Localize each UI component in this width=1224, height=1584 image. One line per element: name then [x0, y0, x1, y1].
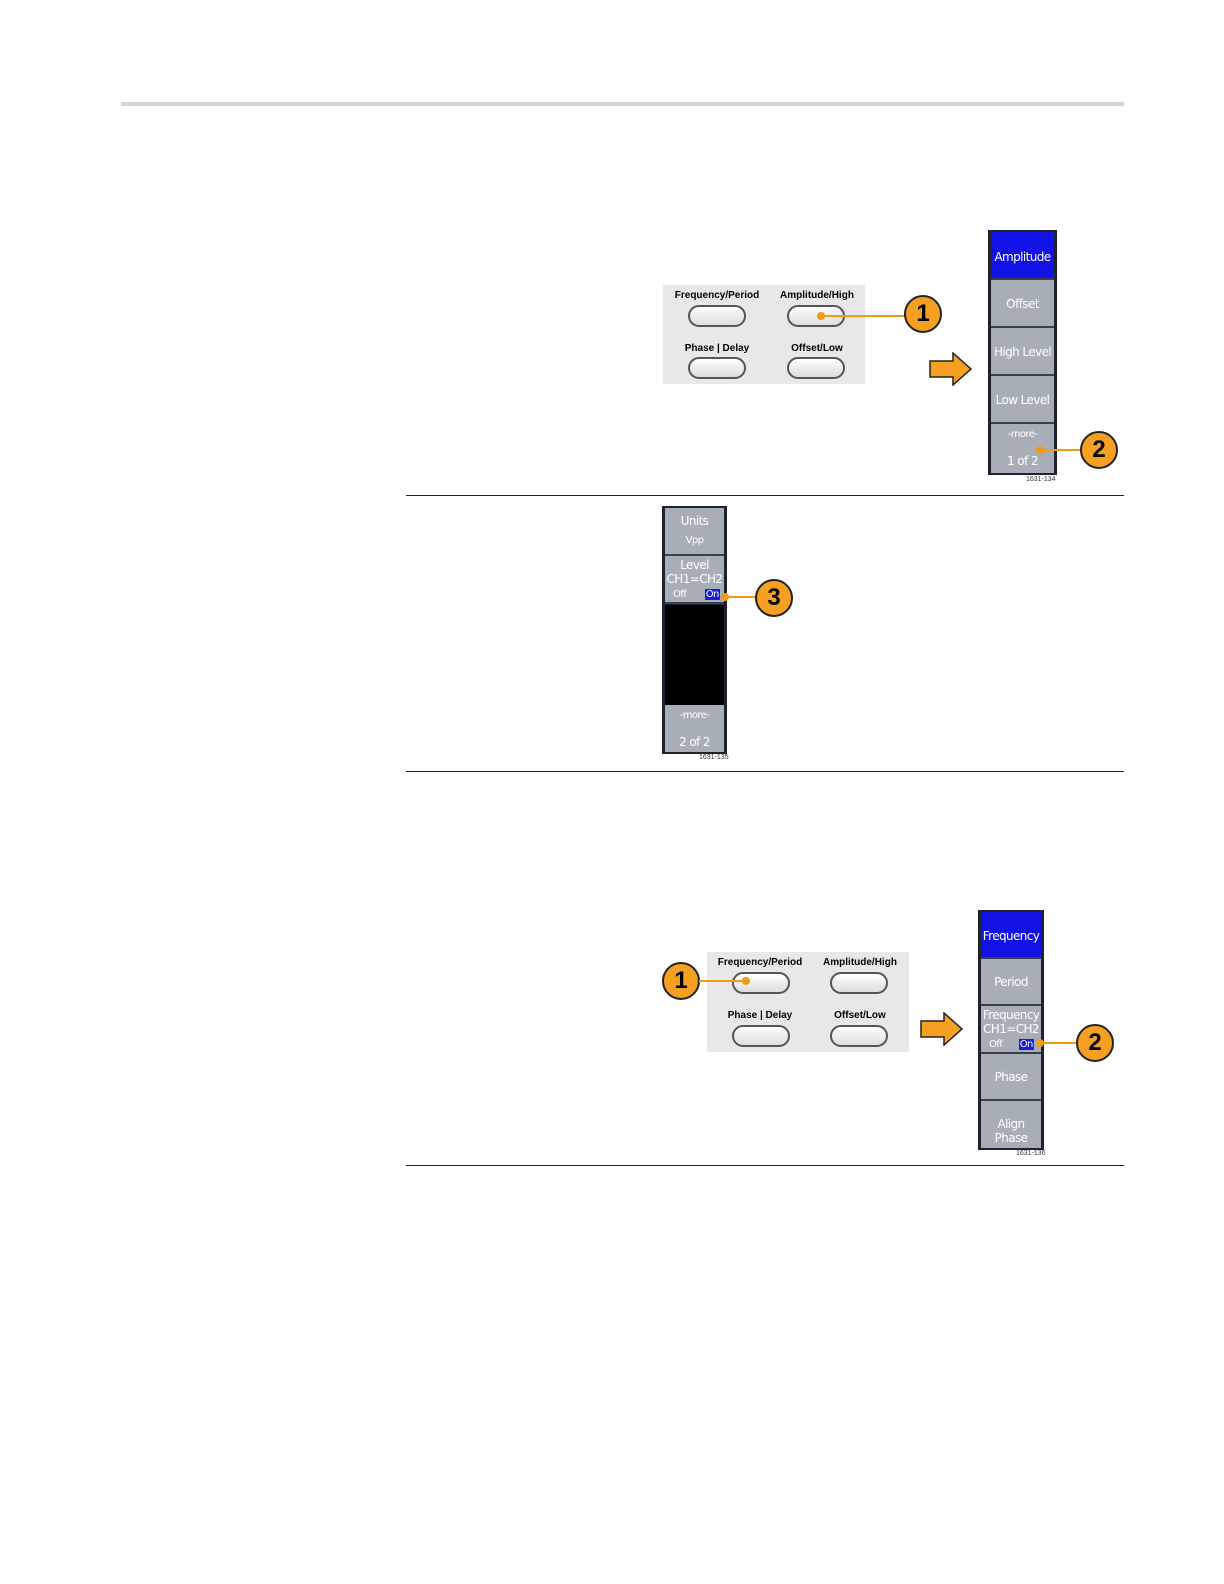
callout-2: 2 [1080, 431, 1118, 469]
phase-delay-button[interactable] [732, 1025, 790, 1047]
offset-low-label: Offset/Low [791, 343, 843, 354]
frequency-period-label: Frequency/Period [674, 290, 760, 301]
amplitude-high-label: Amplitude/High [823, 957, 897, 968]
figure-3: Frequency/Period Amplitude/High Phase | … [0, 880, 1224, 1170]
amplitude-high-label: Amplitude/High [780, 290, 854, 301]
callout-1-line [821, 315, 905, 317]
offset-low-button[interactable] [787, 357, 845, 379]
phase-delay-button[interactable] [688, 357, 746, 379]
menu-item-more-page-2[interactable]: -more- 2 of 2 [665, 705, 724, 752]
separator-3 [406, 1165, 1124, 1166]
offset-low-label: Offset/Low [834, 1010, 886, 1021]
offset-low-button[interactable] [830, 1025, 888, 1047]
menu-item-units[interactable]: Units Vpp [665, 508, 724, 556]
front-panel: Frequency/Period Amplitude/High Phase | … [707, 952, 909, 1052]
arrow-right-icon [920, 1012, 964, 1046]
side-menu: Frequency Period Frequency CH1=CH2 Off O… [978, 910, 1044, 1150]
menu-item-frequency[interactable]: Frequency [981, 912, 1041, 959]
menu-blank-area [665, 605, 724, 705]
menu-item-offset[interactable]: Offset [991, 280, 1054, 328]
callout-2: 2 [1076, 1024, 1114, 1062]
separator-1 [406, 495, 1124, 496]
callout-1-dot [742, 977, 750, 985]
off-option[interactable]: Off [989, 1039, 1003, 1050]
callout-1: 1 [904, 295, 942, 333]
frequency-period-button[interactable] [688, 305, 746, 327]
side-menu: Amplitude Offset High Level Low Level -m… [988, 230, 1057, 475]
callout-3: 3 [755, 579, 793, 617]
on-option[interactable]: On [704, 589, 720, 600]
callout-1: 1 [662, 962, 700, 1000]
figure-id: 1631-136 [1016, 1150, 1046, 1157]
menu-item-low-level[interactable]: Low Level [991, 376, 1054, 424]
figure-2: Units Vpp Level CH1=CH2 Off On -more- 2 … [0, 500, 1224, 770]
header-rule [121, 102, 1124, 106]
arrow-right-icon [929, 352, 973, 386]
menu-item-level-ch1-ch2[interactable]: Level CH1=CH2 Off On [665, 556, 724, 604]
frequency-period-button[interactable] [732, 972, 790, 994]
phase-delay-label: Phase | Delay [684, 343, 750, 354]
separator-2 [406, 771, 1124, 772]
menu-item-high-level[interactable]: High Level [991, 328, 1054, 376]
figure-1: Frequency/Period Amplitude/High Phase | … [0, 0, 1224, 500]
off-option[interactable]: Off [673, 589, 687, 600]
menu-item-phase[interactable]: Phase [981, 1054, 1041, 1101]
front-panel: Frequency/Period Amplitude/High Phase | … [663, 285, 865, 384]
menu-item-frequency-ch1-ch2[interactable]: Frequency CH1=CH2 Off On [981, 1006, 1041, 1054]
amplitude-high-button[interactable] [830, 972, 888, 994]
figure-id: 1631-135 [699, 754, 729, 761]
menu-item-amplitude[interactable]: Amplitude [991, 232, 1054, 280]
callout-2-line [1040, 449, 1082, 451]
menu-item-period[interactable]: Period [981, 959, 1041, 1006]
callout-3-line [725, 596, 757, 598]
callout-1-line [699, 980, 745, 982]
figure-id: 1631-134 [1026, 476, 1056, 483]
menu-item-align-phase[interactable]: Align Phase [981, 1101, 1041, 1148]
side-menu-page-2: Units Vpp Level CH1=CH2 Off On -more- 2 … [662, 506, 727, 754]
frequency-period-label: Frequency/Period [717, 957, 803, 968]
phase-delay-label: Phase | Delay [727, 1010, 793, 1021]
on-option[interactable]: On [1018, 1039, 1034, 1050]
callout-2-line [1040, 1042, 1078, 1044]
